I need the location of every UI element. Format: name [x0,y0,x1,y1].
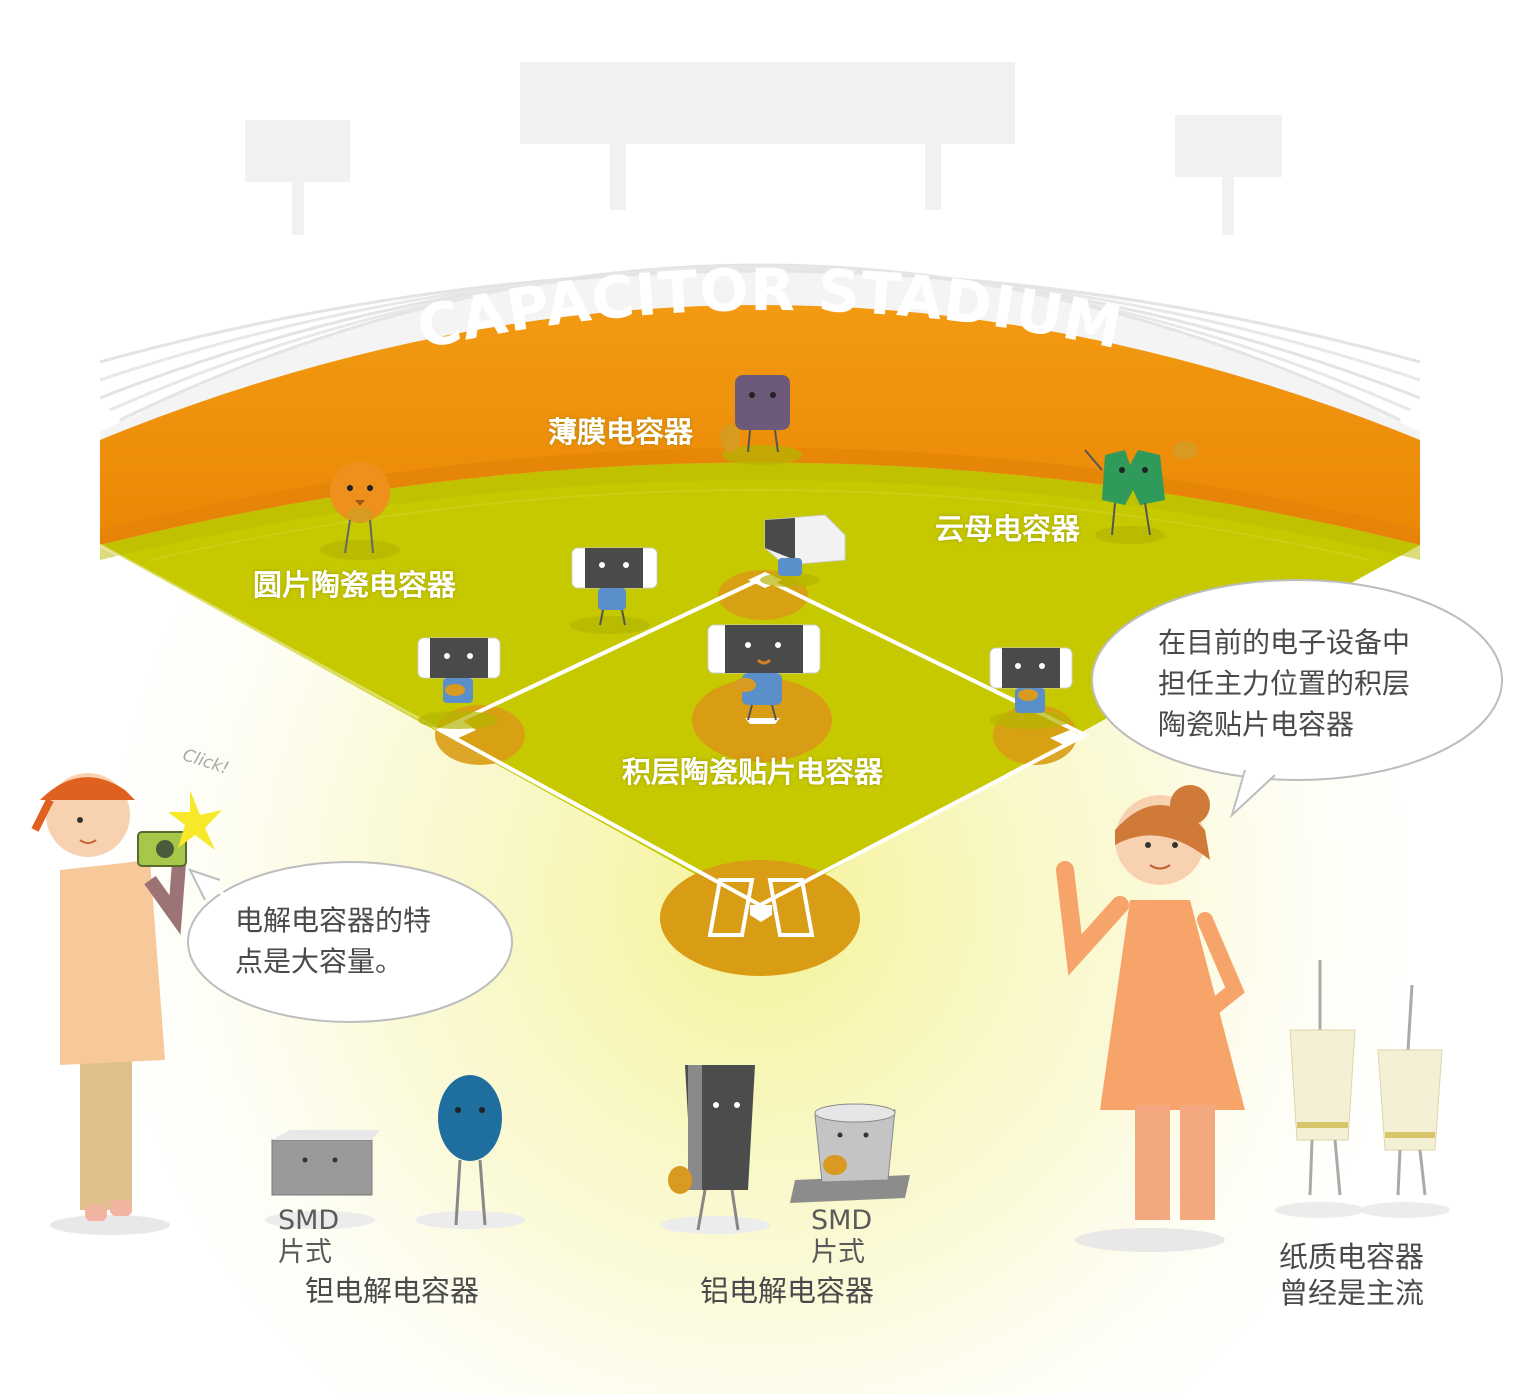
left-bubble-line: 电解电容器的特 [235,904,432,937]
right-bubble-line: 陶瓷贴片电容器 [1158,708,1355,741]
left-bubble-line: 点是大容量。 [235,945,404,978]
stadium-structure [245,62,1282,235]
film-capacitor-character [720,375,802,465]
photographer-character [31,773,222,1235]
left-bubble-text: 电解电容器的特 点是大容量。 [235,900,431,982]
right-bubble-line: 在目前的电子设备中 [1158,626,1411,659]
left-speech-bubble [187,861,513,1023]
mlcc-chip-character [570,547,658,634]
film-capacitor-label: 薄膜电容器 [548,415,694,449]
paper-capacitor-characters [1275,960,1450,1218]
disc-ceramic-capacitor-character [320,462,400,560]
disc-ceramic-capacitor-label: 圆片陶瓷电容器 [253,568,457,602]
right-bubble-text: 在目前的电子设备中 担任主力位置的积层 陶瓷贴片电容器 [1158,622,1410,745]
mlcc-chip-character [760,514,846,587]
aluminum-name-label: 铝电解电容器 [700,1274,875,1308]
paper-capacitor-label: 纸质电容器 [1279,1240,1425,1274]
mlcc-chip-character [417,637,501,729]
mica-capacitor-character [1084,441,1198,544]
tantalum-lead-character [415,1075,525,1229]
aluminum-chip-label: 片式 [811,1237,865,1268]
mlcc-chip-character [989,647,1073,729]
paper-capacitor-note: 曾经是主流 [1279,1276,1425,1310]
tantalum-chip-label: 片式 [278,1237,332,1268]
right-bubble-line: 担任主力位置的积层 [1158,667,1411,700]
aluminum-smd-label: SMD [811,1205,873,1236]
mlcc-pitcher-character [707,624,821,721]
right-speech-bubble [1091,579,1503,819]
tantalum-smd-label: SMD [278,1205,340,1236]
aluminum-smd-character [790,1103,910,1203]
presenter-character [1056,785,1245,1252]
mica-capacitor-label: 云母电容器 [935,512,1081,546]
mlcc-label: 积层陶瓷贴片电容器 [622,755,884,789]
aluminum-lead-character [660,1065,770,1234]
infield-diamond [99,543,1090,976]
tantalum-name-label: 钽电解电容器 [305,1274,480,1308]
tantalum-smd-character [265,1130,380,1229]
